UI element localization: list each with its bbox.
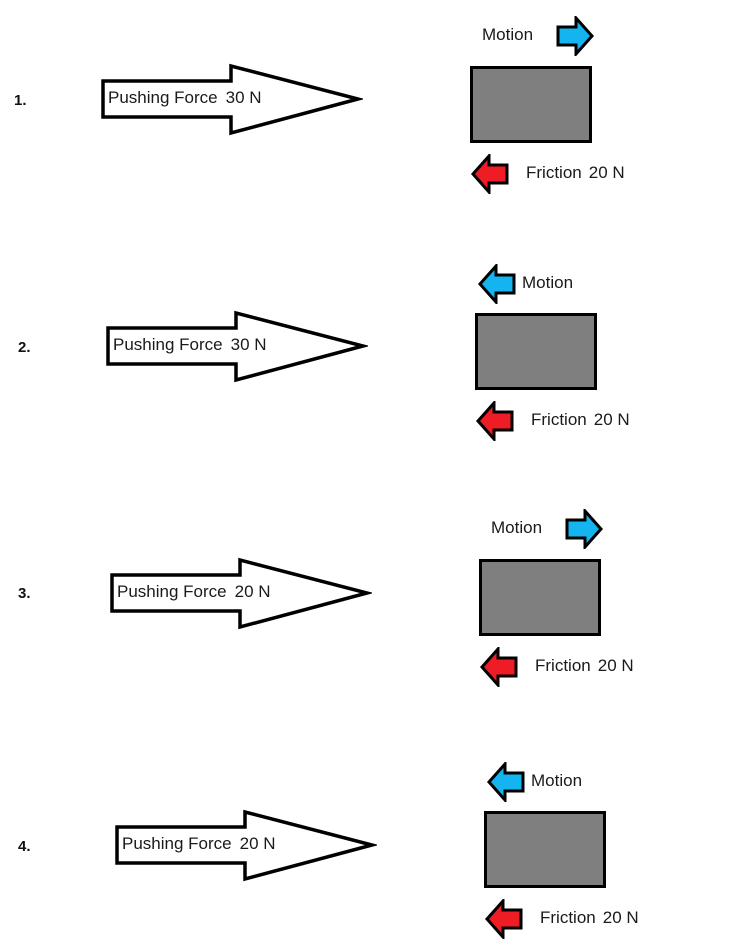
scenario-number: 3. [18,585,31,602]
box-block [470,66,592,143]
motion-label: Motion [531,771,583,790]
pushing-force-value: 20 N [234,582,271,601]
friction-label: Friction [531,410,587,429]
pushing-force-arrow: Pushing Force 30 N [101,63,363,137]
pushing-force-value: 30 N [225,88,262,107]
pushing-force-arrow: Pushing Force 30 N [106,310,368,384]
pushing-force-value: 30 N [230,335,267,354]
pushing-force-value: 20 N [239,834,276,853]
big-arrow-icon [101,63,363,136]
pushing-force-arrow: Pushing Force 20 N [110,557,372,631]
box-block [484,811,606,888]
motion-label: Motion [482,25,534,44]
big-arrow-icon [110,557,372,630]
box-block [479,559,601,636]
friction-value: 20 N [593,410,630,429]
friction-label: Friction [535,656,591,675]
friction-label: Friction [540,908,596,927]
motion-arrow-left-icon [476,264,516,304]
friction-value: 20 N [588,163,625,182]
scenario-number: 1. [14,92,27,109]
pushing-force-label: Pushing Force [108,88,218,107]
scenario-number: 2. [18,339,31,356]
motion-arrow-right-icon [556,16,596,56]
friction-arrow-icon [474,401,514,441]
friction-arrow-icon [483,899,523,939]
friction-arrow-icon [469,154,509,194]
motion-label: Motion [491,518,543,537]
friction-arrow-icon [478,647,518,687]
friction-label: Friction [526,163,582,182]
scenario-number: 4. [18,838,31,855]
big-arrow-icon [115,809,377,882]
pushing-force-label: Pushing Force [122,834,232,853]
box-block [475,313,597,390]
pushing-force-label: Pushing Force [117,582,227,601]
pushing-force-arrow: Pushing Force 20 N [115,809,377,883]
motion-arrow-right-icon [565,509,605,549]
pushing-force-label: Pushing Force [113,335,223,354]
friction-value: 20 N [597,656,634,675]
friction-value: 20 N [602,908,639,927]
motion-label: Motion [522,273,574,292]
motion-arrow-left-icon [485,762,525,802]
big-arrow-icon [106,310,368,383]
